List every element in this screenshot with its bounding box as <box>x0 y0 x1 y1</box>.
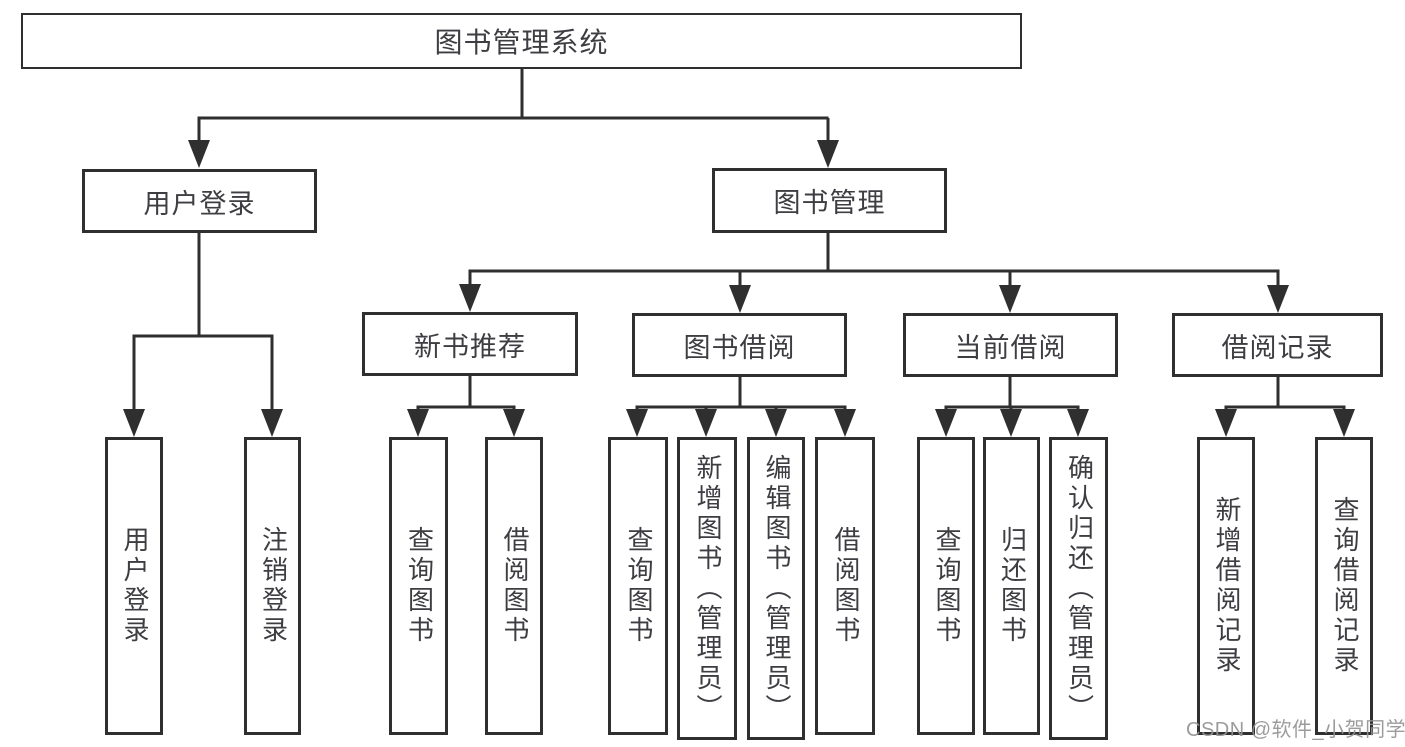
leaf-label: 借阅图书 <box>830 526 861 646</box>
leaf-label: 注销登录 <box>258 526 289 646</box>
leaf-edit-book-admin: 编辑图书（管理员） <box>747 437 805 740</box>
leaf-add-book-admin: 新增图书（管理员） <box>677 437 737 740</box>
leaf-label: 查询图书 <box>623 526 654 646</box>
leaf-label: 查询借阅记录 <box>1329 496 1360 676</box>
node-current-borrow: 当前借阅 <box>903 313 1118 377</box>
node-label: 借阅记录 <box>1221 332 1334 363</box>
leaf-label: 编辑图书（管理员） <box>761 453 792 724</box>
node-user-login: 用户登录 <box>82 169 317 233</box>
leaf-label: 新增图书（管理员） <box>692 453 723 724</box>
leaf-label: 归还图书 <box>997 526 1028 646</box>
node-library-management-system: 图书管理系统 <box>21 13 1022 69</box>
leaf-return-book: 归还图书 <box>983 437 1040 735</box>
node-label: 用户登录 <box>143 188 256 219</box>
node-label: 图书管理系统 <box>434 27 609 58</box>
leaf-query-borrow-record: 查询借阅记录 <box>1315 437 1373 735</box>
node-label: 新书推荐 <box>414 331 526 362</box>
leaf-query-books-recommend: 查询图书 <box>389 437 448 735</box>
leaf-borrow-books: 借阅图书 <box>815 437 875 735</box>
leaf-label: 新增借阅记录 <box>1211 496 1242 676</box>
node-label: 图书借阅 <box>683 332 796 363</box>
node-book-management: 图书管理 <box>712 168 947 233</box>
leaf-borrow-books-recommend: 借阅图书 <box>485 437 543 735</box>
node-label: 当前借阅 <box>954 332 1067 363</box>
node-label: 图书管理 <box>773 188 886 218</box>
leaf-query-books-borrow: 查询图书 <box>608 437 668 735</box>
node-borrow-records: 借阅记录 <box>1172 313 1383 377</box>
leaf-logout: 注销登录 <box>244 437 301 735</box>
node-book-borrow: 图书借阅 <box>632 313 847 377</box>
leaf-label: 借阅图书 <box>499 526 530 646</box>
leaf-add-borrow-record: 新增借阅记录 <box>1197 437 1255 735</box>
leaf-label: 确认归还（管理员） <box>1064 453 1095 724</box>
leaf-label: 查询图书 <box>404 526 435 646</box>
arrowheads <box>123 140 1355 437</box>
leaf-label: 用户登录 <box>119 526 150 646</box>
leaf-confirm-return-admin: 确认归还（管理员） <box>1049 437 1108 740</box>
node-new-book-recommend: 新书推荐 <box>362 312 578 376</box>
leaf-label: 查询图书 <box>931 526 962 646</box>
csdn-watermark: CSDN @软件_小贺同学 <box>1186 719 1405 741</box>
leaf-user-login: 用户登录 <box>105 437 163 735</box>
leaf-query-books-current: 查询图书 <box>917 437 975 735</box>
